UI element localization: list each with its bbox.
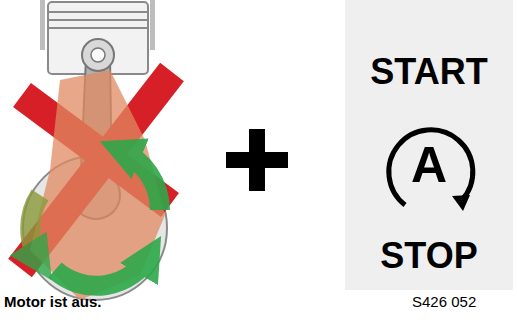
symbol-word: START xyxy=(345,54,513,90)
symbol-word: STOP xyxy=(345,238,513,274)
caption: Motor ist aus. xyxy=(4,293,102,310)
symbol-letter: A xyxy=(345,140,513,190)
figure-code: S426 052 xyxy=(412,293,476,310)
engine-illustration xyxy=(20,0,172,300)
symbol-box: START A STOP xyxy=(345,0,513,290)
plus-sign xyxy=(226,129,288,191)
symbol-panel xyxy=(345,0,513,290)
